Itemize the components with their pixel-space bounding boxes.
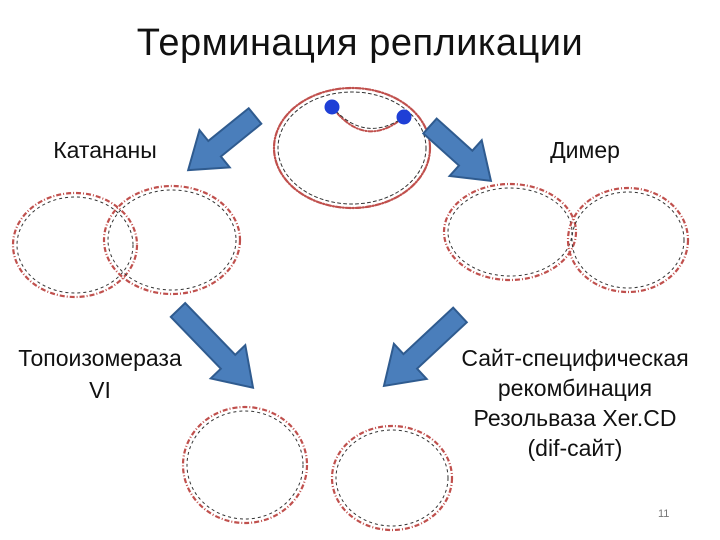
site-specific-label: Сайт-специфическая рекомбинация Резольва… xyxy=(440,343,710,463)
replication-fork-right xyxy=(396,109,412,125)
catenanes-label: Катананы xyxy=(53,137,157,163)
slide-title: Терминация репликации xyxy=(136,22,584,64)
topoisomerase-label: Топоизомераза xyxy=(18,345,182,371)
arrow-to-catenanes xyxy=(186,106,263,172)
site-label-line1: Сайт-специфическая xyxy=(461,345,689,371)
site-label-line4: (dif-сайт) xyxy=(527,435,623,461)
arrow-xer-recombination xyxy=(382,306,469,388)
arrow-to-dimer xyxy=(421,117,493,183)
arrow-topoisomerase xyxy=(169,301,255,389)
site-label-line3: Резольваза Xer.CD xyxy=(473,405,677,431)
dimer-chromosome xyxy=(442,182,690,294)
replication-fork-left xyxy=(324,99,340,115)
site-label-line2: рекомбинация xyxy=(497,375,653,401)
dimer-label: Димер xyxy=(550,137,620,163)
replicating-chromosome xyxy=(272,86,432,210)
catenane-rings xyxy=(11,184,242,299)
page-number: 11 xyxy=(658,508,670,520)
topoisomerase-label-line2: VI xyxy=(89,377,111,403)
separated-chromosomes xyxy=(181,405,454,532)
